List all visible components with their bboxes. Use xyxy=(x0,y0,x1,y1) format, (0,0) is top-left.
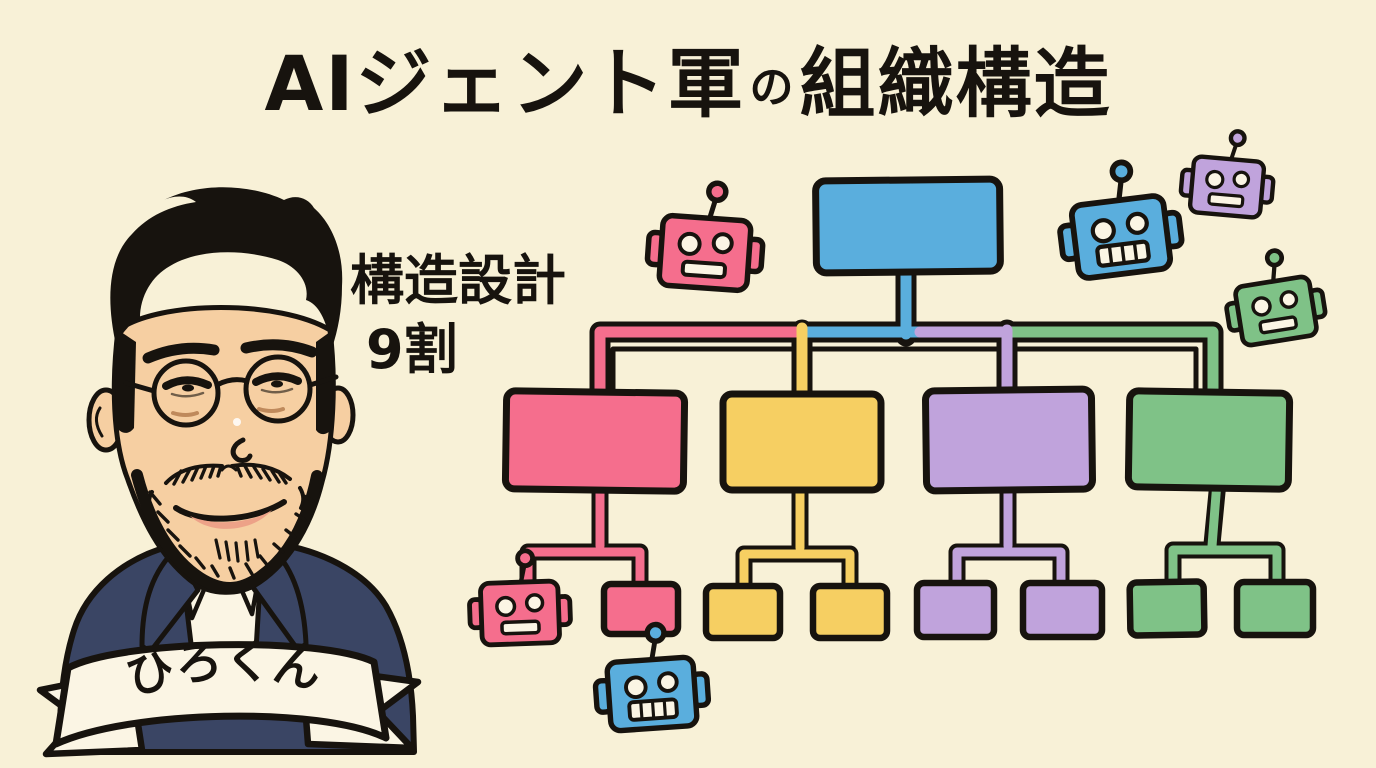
cheek-highlight xyxy=(233,418,241,426)
box-purple-child-1 xyxy=(913,579,998,641)
robot-icon-blue-bottom xyxy=(591,621,710,732)
box-root xyxy=(812,175,1004,277)
title-part2: 組織構造 xyxy=(799,39,1112,128)
eyebrow-right xyxy=(240,339,318,358)
robot-icon-blue-right xyxy=(1053,156,1185,281)
mouth xyxy=(173,499,287,522)
box-yellow-child-2 xyxy=(809,582,891,642)
annotation-line1: 構造設計 xyxy=(350,249,566,312)
connector-green-branch xyxy=(1164,473,1286,593)
sideburn-right xyxy=(316,332,334,435)
connector-yellow-branch xyxy=(735,477,859,597)
box-purple xyxy=(922,385,1096,495)
nose xyxy=(230,437,253,463)
robot-icon-pink-bottom xyxy=(468,549,571,645)
box-pink-child xyxy=(600,580,682,638)
box-green xyxy=(1124,387,1294,493)
annotation-line2: 9割 xyxy=(366,318,458,382)
banner: ひろくん xyxy=(36,633,422,758)
robot-icon-pink-top xyxy=(646,179,767,292)
box-green-child-1 xyxy=(1126,578,1208,639)
box-green-child-2 xyxy=(1233,578,1317,639)
bus-segment-pink xyxy=(594,326,802,402)
annotation-note: 構造設計 9割 xyxy=(350,246,566,384)
box-yellow-child-1 xyxy=(702,582,784,642)
box-purple-child-2 xyxy=(1019,579,1106,641)
box-yellow xyxy=(719,390,885,494)
connector-bus-sketch-line xyxy=(610,346,1199,395)
title-particle: の xyxy=(749,62,796,113)
title-part1: AIジェント軍 xyxy=(264,39,746,128)
banner-ribbon xyxy=(52,641,390,748)
beard xyxy=(131,469,323,594)
smile-fold-right xyxy=(298,486,306,510)
hair xyxy=(110,187,343,348)
page-title: AIジェント軍の組織構造 xyxy=(0,22,1376,132)
robot-icon-purple-right xyxy=(1179,127,1277,219)
eyebrow-left xyxy=(142,342,220,364)
box-pink xyxy=(501,387,689,495)
glasses-icon xyxy=(123,354,339,428)
lower-lip xyxy=(190,510,272,529)
mustache xyxy=(164,462,292,486)
connector-pink-branch xyxy=(519,475,649,593)
org-chart xyxy=(501,175,1317,642)
connector-purple-branch xyxy=(948,475,1070,595)
bus-segment-green xyxy=(1008,326,1219,402)
eyes xyxy=(162,372,302,417)
robot-icon-green-right xyxy=(1219,244,1329,348)
